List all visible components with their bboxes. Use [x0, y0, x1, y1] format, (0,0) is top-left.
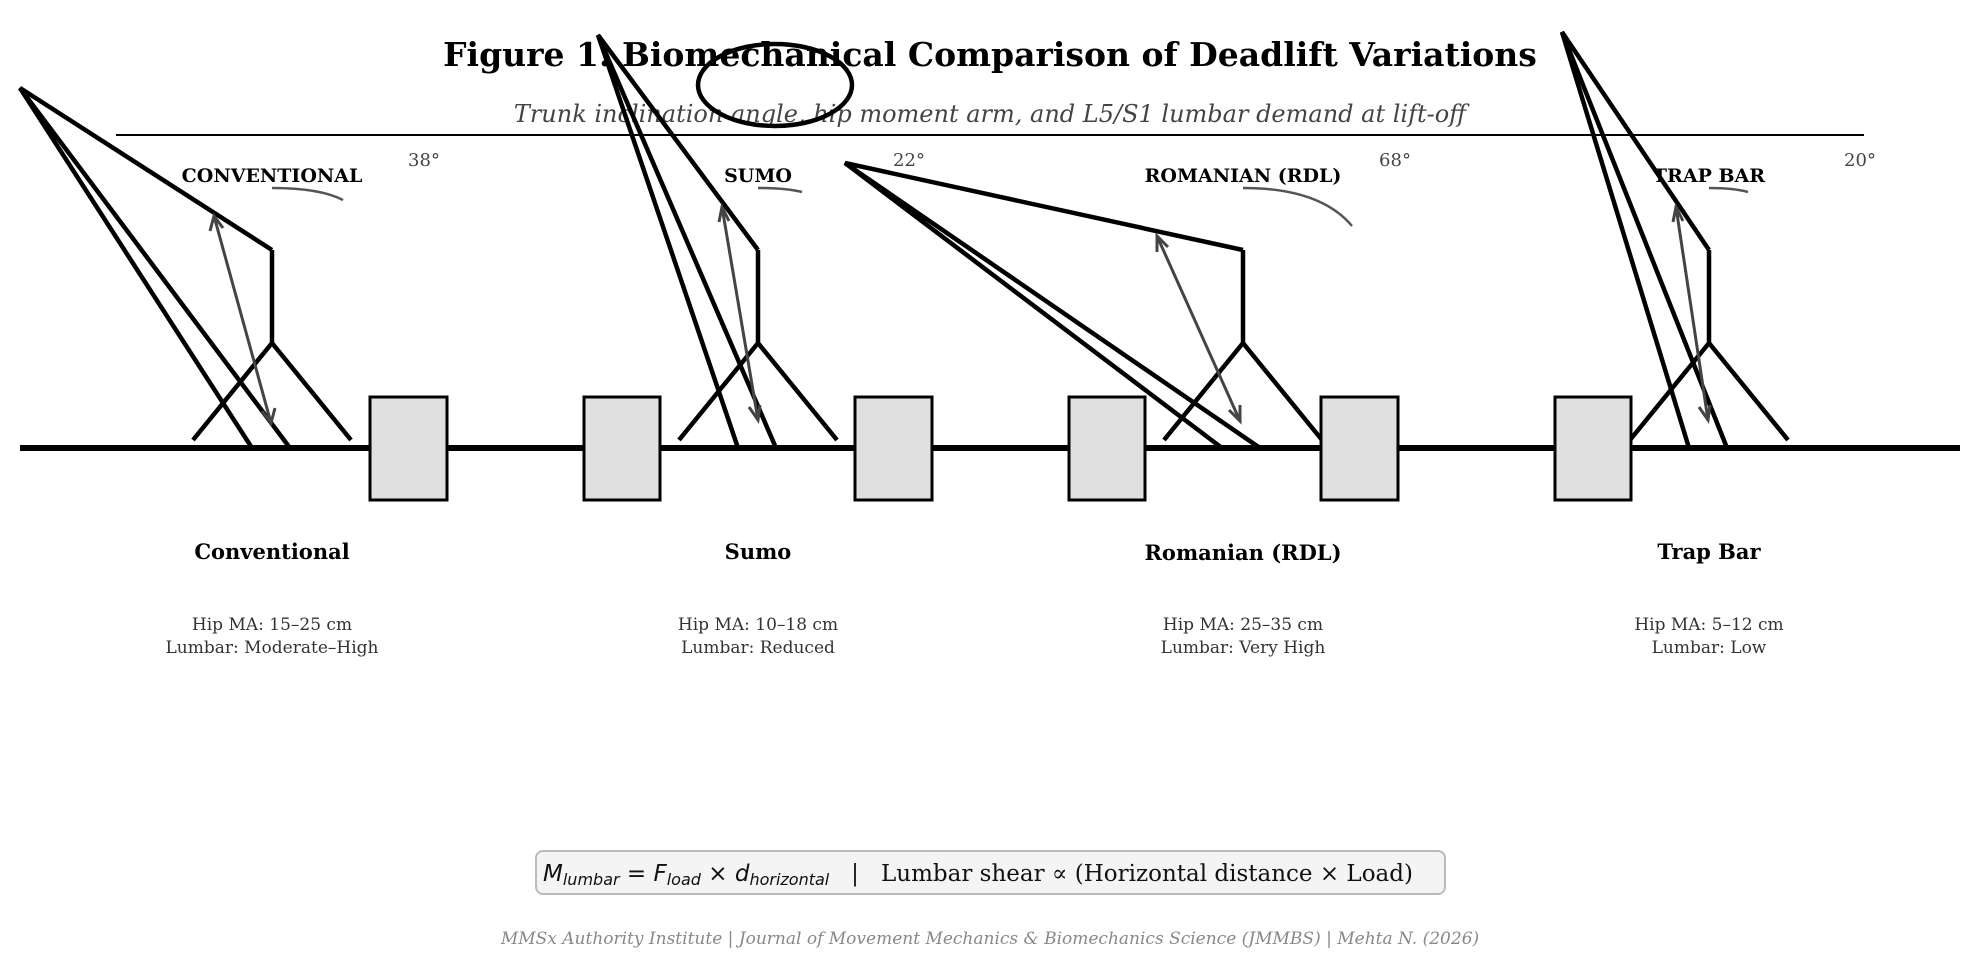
trap-bar-lumbar: Lumbar: Low	[1652, 638, 1767, 658]
equation-f-sub: load	[667, 870, 702, 889]
equation-formula: Mlumbar = Fload × dhorizontal	[543, 861, 830, 889]
equation-text: Lumbar shear ∝ (Horizontal distance × Lo…	[881, 861, 1413, 887]
conventional-leg-b	[18, 86, 292, 450]
sumo-lumbar: Lumbar: Reduced	[681, 638, 835, 658]
equation-frame	[535, 850, 1446, 895]
trap-bar-hip-ma: Hip MA: 5–12 cm	[1634, 615, 1783, 635]
rdl-leg-b	[843, 161, 1262, 450]
sumo-angle-arc	[757, 186, 803, 194]
rdl-arrowhead-bottom	[1227, 405, 1242, 425]
sumo-arrowhead-bottom	[747, 404, 762, 425]
trap-bar-arrowhead-bottom	[1697, 404, 1712, 425]
trap-bar-moment-arm-arrow	[1674, 206, 1710, 421]
rdl-arrowhead-top	[1155, 232, 1170, 252]
equation-f-symbol: F	[653, 861, 667, 887]
trap-bar-leg-b	[1559, 31, 1730, 449]
sumo-hip-ma: Hip MA: 10–18 cm	[678, 615, 838, 635]
sumo-plate-left	[582, 395, 662, 502]
conventional-moment-arm-arrow	[212, 215, 273, 424]
footer-citation: MMSx Authority Institute | Journal of Mo…	[500, 929, 1479, 949]
sumo-header: SUMO	[724, 165, 792, 187]
rdl-figure: ROMANIAN (RDL) 68° Romanian (RDL) Hip MA…	[843, 150, 1411, 658]
rdl-plate-left	[1067, 395, 1147, 502]
figure-subtitle: Trunk inclination angle, hip moment arm,…	[514, 100, 1470, 128]
conventional-angle-label: 38°	[408, 150, 440, 171]
trap-bar-angle-arc	[1708, 186, 1749, 194]
sumo-leg-a	[595, 33, 760, 449]
rdl-moment-arm-arrow	[1155, 235, 1242, 422]
conventional-hip-ma: Hip MA: 15–25 cm	[192, 615, 352, 635]
trap-bar-plate	[1553, 395, 1633, 502]
trap-bar-name: Trap Bar	[1657, 539, 1761, 564]
rdl-name: Romanian (RDL)	[1144, 540, 1341, 565]
rdl-angle-label: 68°	[1379, 150, 1411, 171]
sumo-figure: SUMO 22° Sumo Hip MA: 10–18 cm Lumbar: R…	[582, 33, 934, 658]
conventional-name: Conventional	[194, 539, 349, 564]
conventional-arrowhead-bottom	[260, 407, 277, 427]
conventional-shin	[270, 341, 353, 442]
sumo-head	[695, 41, 855, 129]
figure-title: Figure 1. Biomechanical Comparison of De…	[443, 35, 1537, 74]
conventional-plate	[368, 395, 449, 502]
equation-m-sub: lumbar	[563, 870, 621, 889]
trap-bar-angle-label: 20°	[1844, 150, 1876, 171]
conventional-angle-arc	[271, 186, 344, 202]
trap-bar-leg-a	[1559, 30, 1711, 449]
sumo-name: Sumo	[725, 539, 792, 564]
sumo-arrowhead-top	[717, 202, 731, 223]
equation-d-symbol: d	[735, 861, 750, 887]
conventional-lumbar: Lumbar: Moderate–High	[166, 638, 379, 658]
sumo-angle-label: 22°	[893, 150, 925, 171]
equation-m-symbol: M	[543, 861, 563, 887]
rdl-hip-ma: Hip MA: 25–35 cm	[1163, 615, 1323, 635]
trap-bar-arrowhead-top	[1671, 202, 1685, 223]
conventional-figure: CONVENTIONAL 38° Conventional Hip MA: 15…	[18, 86, 449, 658]
sumo-leg-b	[595, 34, 779, 449]
rdl-lumbar: Lumbar: Very High	[1161, 638, 1326, 658]
rdl-header: ROMANIAN (RDL)	[1145, 165, 1342, 187]
trap-bar-figure: TRAP BAR 20° Trap Bar Hip MA: 5–12 cm Lu…	[1553, 30, 1876, 658]
trap-bar-header: TRAP BAR	[1653, 165, 1765, 187]
trap-bar-shin	[1707, 341, 1790, 442]
conventional-arrowhead-top	[208, 212, 225, 232]
rdl-angle-arc	[1242, 186, 1353, 227]
sumo-moment-arm-arrow	[720, 206, 760, 421]
equation-d-sub: horizontal	[749, 870, 829, 889]
rdl-shin	[1241, 341, 1324, 442]
rdl-plate-right	[1319, 395, 1400, 502]
equation-separator: |	[851, 861, 859, 887]
sumo-shin	[756, 341, 839, 442]
equation-box: Mlumbar = Fload × dhorizontal | Lumbar s…	[535, 850, 1446, 895]
conventional-header: CONVENTIONAL	[182, 165, 363, 187]
sumo-plate-right	[853, 395, 934, 502]
